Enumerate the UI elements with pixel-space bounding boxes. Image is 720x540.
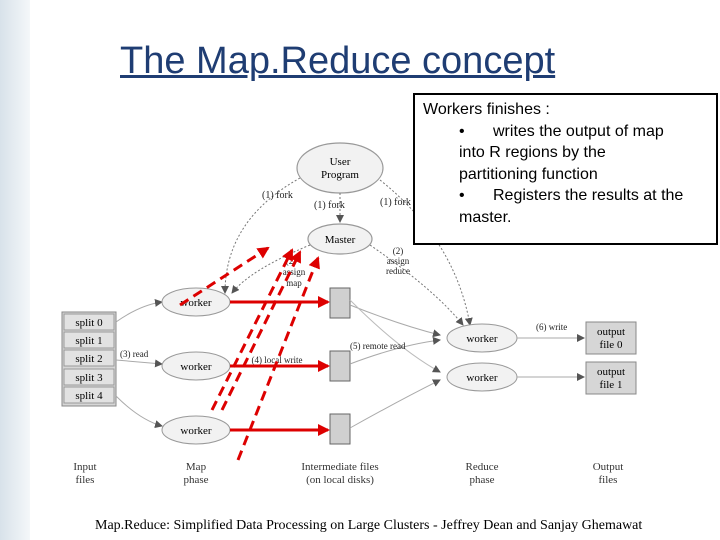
remote-read-edge-2 [349, 336, 441, 365]
map-worker-2-label: worker [180, 361, 211, 373]
read-label: (3) read [120, 349, 149, 359]
output-file-0 [585, 321, 637, 355]
fork-mid-label: (1) fork [314, 200, 345, 211]
callout-bullet-1-cont-1: into R regions by the [459, 144, 606, 161]
assign-map-label-3: map [286, 278, 302, 288]
remote-read-edge-1 [349, 304, 441, 338]
phase-intermediate-label-2: (on local disks) [306, 474, 374, 486]
callout-bullet-2-cont: master. [459, 208, 512, 226]
remote-read-label: (5) remote read [350, 341, 406, 351]
fork-edge-right [379, 179, 473, 326]
split-1-label: split 1 [75, 335, 102, 347]
user-program-label-1: User [330, 156, 351, 168]
write-label: (6) write [536, 322, 567, 332]
citation: Map.Reduce: Simplified Data Processing o… [95, 518, 643, 533]
assign-reduce-label-3: reduce [386, 266, 410, 276]
output-file-1-label-2: file 1 [600, 379, 623, 391]
split-4-label: split 4 [75, 390, 103, 402]
master-node [307, 223, 373, 255]
read-edge-4 [115, 395, 163, 429]
assign-reduce-edge [369, 244, 464, 326]
assign-map-edge [231, 244, 311, 294]
assign-reduce-label-1: (2) [393, 246, 404, 256]
callout-box: Workers finishes : • writes the output of… [413, 93, 718, 245]
callout-bullet-1-cont-2: partitioning function [459, 165, 598, 183]
split-3-label: split 3 [75, 372, 103, 384]
phase-reduce-label-1: Reduce [466, 461, 499, 473]
fork-right-label: (1) fork [380, 197, 411, 208]
callout-bullet-1: • writes the output of map [423, 121, 708, 143]
slide-left-band [0, 0, 30, 540]
assign-reduce-label-2: assign [387, 256, 410, 266]
remote-read-edge-3 [349, 379, 441, 429]
slide-title: The Map.Reduce concept [120, 40, 556, 82]
callout-bullet-1-text: writes the output of map [493, 122, 664, 140]
intermediate-files [329, 287, 351, 445]
phase-intermediate-label-1: Intermediate files [301, 461, 378, 473]
phase-output-label-1: Output [593, 461, 624, 473]
reduce-worker-1-label: worker [466, 333, 497, 345]
remote-read-edge-4 [349, 299, 441, 373]
output-file-1-label-1: output [597, 366, 625, 378]
user-program-node [296, 142, 384, 194]
phase-reduce-label-2: phase [469, 474, 494, 486]
phase-output-label-2: files [599, 474, 618, 486]
phase-input-label-2: files [76, 474, 95, 486]
red-dashed-arrow-3 [236, 256, 320, 461]
output-file-1 [585, 361, 637, 395]
master-label: Master [325, 234, 356, 246]
map-worker-3-label: worker [180, 425, 211, 437]
split-0-label: split 0 [75, 317, 103, 329]
output-file-0-label-1: output [597, 326, 625, 338]
local-write-label: (4) local write [252, 355, 303, 365]
red-dashed-arrow-1 [210, 248, 294, 411]
user-program-label-2: Program [321, 169, 359, 181]
callout-bullet-2: • Registers the results at the [423, 185, 708, 207]
read-edge-0 [115, 298, 163, 323]
input-split-stack [61, 311, 117, 407]
bullet-dot-2: • [459, 187, 465, 204]
red-dashed-arrow-4 [179, 246, 270, 307]
reduce-worker-2-label: worker [466, 372, 497, 384]
output-file-0-label-2: file 0 [600, 339, 623, 351]
read-edge-2 [115, 359, 163, 368]
phase-map-label-2: phase [183, 474, 208, 486]
phase-map-label-1: Map [186, 461, 207, 473]
callout-heading: Workers finishes : [423, 101, 550, 118]
bullet-dot-1: • [459, 122, 465, 140]
split-2-label: split 2 [75, 353, 102, 365]
assign-map-label-2: assign [283, 267, 306, 277]
fork-left-label: (1) fork [262, 190, 293, 201]
phase-input-label-1: Input [73, 461, 96, 473]
callout-bullet-2-text: Registers the results at the [493, 187, 684, 204]
red-dashed-arrow-2 [220, 250, 302, 411]
